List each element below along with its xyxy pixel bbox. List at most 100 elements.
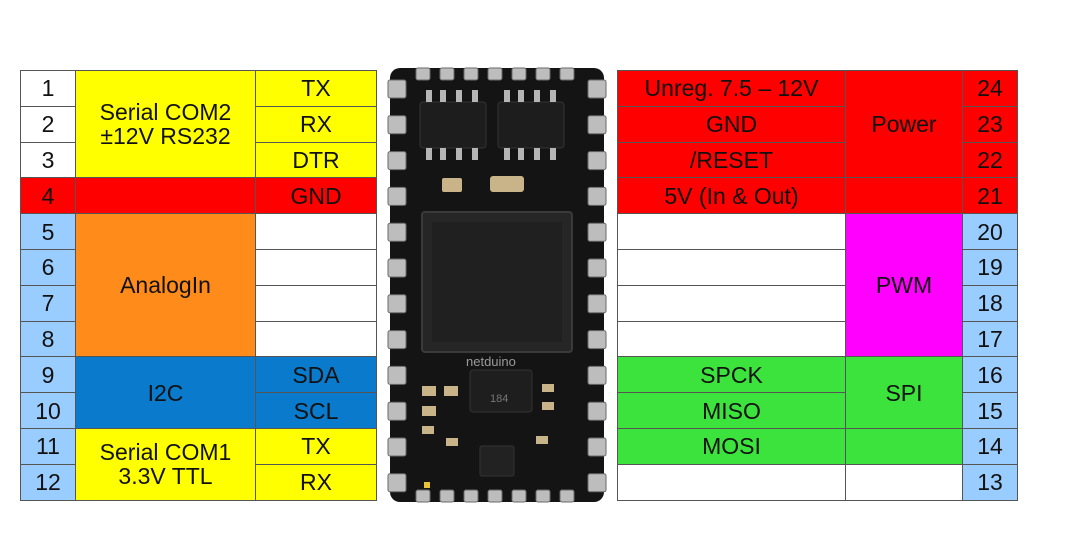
capacitor: [490, 176, 524, 192]
pin-pad: [387, 258, 407, 278]
pin-pad: [387, 115, 407, 135]
empty-signal-cell: [617, 213, 846, 250]
pin-pad: [439, 489, 455, 503]
com1-tx-signal: TX: [255, 427, 377, 465]
com2-rx-signal: RX: [255, 105, 377, 143]
spi-group-blank: [845, 427, 963, 465]
right-pin-table: Unreg. 7.5 – 12V Power 24 GND 23 /RESET …: [617, 69, 1018, 501]
chip-marking: 184: [490, 393, 508, 405]
pin-pad: [387, 401, 407, 421]
pin-pad: [387, 437, 407, 457]
right-pin-pads: [587, 79, 607, 493]
pin-pad: [387, 222, 407, 242]
pin-pad: [387, 79, 407, 99]
i2c-group: I2C: [75, 356, 256, 429]
empty-signal-cell: [617, 463, 846, 501]
pin-pad: [587, 473, 607, 493]
pin-pad: [587, 151, 607, 171]
pin-pad: [587, 79, 607, 99]
pin-pad: [559, 489, 575, 503]
gnd-signal: GND: [617, 105, 846, 143]
pin-number: 1: [20, 70, 76, 107]
capacitor: [442, 178, 462, 192]
pin-pad: [439, 67, 455, 81]
pin-number: 24: [962, 70, 1018, 107]
empty-signal-cell: [255, 284, 377, 322]
pin-pad: [587, 186, 607, 206]
pin-pad: [511, 67, 527, 81]
spi-group: SPI: [845, 356, 963, 429]
pin-pad: [487, 489, 503, 503]
pin-pad: [387, 151, 407, 171]
pin-pad: [535, 67, 551, 81]
pin-pad: [387, 330, 407, 350]
pin-pad: [463, 489, 479, 503]
pin-pad: [587, 437, 607, 457]
pin-number: 7: [20, 284, 76, 322]
pin-number: 17: [962, 320, 1018, 358]
pin-number: 5: [20, 213, 76, 250]
pin-number: 3: [20, 141, 76, 179]
serial-com2-group: Serial COM2 ±12V RS232: [75, 69, 256, 179]
empty-group-cell: [845, 463, 963, 501]
pin-number: 16: [962, 356, 1018, 394]
empty-signal-cell: [617, 284, 846, 322]
pin-pad: [387, 294, 407, 314]
pin-number: 9: [20, 356, 76, 394]
vin-signal: Unreg. 7.5 – 12V: [617, 70, 846, 107]
power-group-blank: [845, 177, 963, 215]
pin-pad: [587, 222, 607, 242]
pin-pad: [587, 365, 607, 385]
pin-number: 23: [962, 105, 1018, 143]
reset-signal: /RESET: [617, 141, 846, 179]
pin-pad: [415, 489, 431, 503]
com2-dtr-signal: DTR: [255, 141, 377, 179]
pin-pad: [587, 294, 607, 314]
empty-signal-cell: [255, 248, 377, 286]
voltage-regulator-chip: [469, 369, 533, 413]
com2-tx-signal: TX: [255, 70, 377, 107]
pin-pad: [559, 67, 575, 81]
left-pin-pads: [387, 79, 407, 493]
power-group: Power: [845, 69, 963, 179]
pin-number: 8: [20, 320, 76, 358]
gnd-group-blank: [75, 177, 256, 215]
analog-in-group: AnalogIn: [75, 213, 256, 358]
pin-number: 13: [962, 463, 1018, 501]
pin-pad: [587, 258, 607, 278]
left-pin-table: 1 Serial COM2 ±12V RS232 TX 2 RX 3 DTR 4…: [20, 69, 377, 501]
spck-signal: SPCK: [617, 356, 846, 394]
status-led: [424, 482, 430, 488]
pwm-group: PWM: [845, 213, 963, 358]
pin-pad: [535, 489, 551, 503]
pin-number: 15: [962, 392, 1018, 429]
pin-pad: [387, 473, 407, 493]
serial-com1-group: Serial COM1 3.3V TTL: [75, 427, 256, 501]
pin-number: 11: [20, 427, 76, 465]
top-right-chip: [497, 101, 565, 149]
gnd-signal: GND: [255, 177, 377, 215]
pin-pad: [387, 186, 407, 206]
i2c-sda-signal: SDA: [255, 356, 377, 394]
pin-number: 4: [20, 177, 76, 215]
pin-pad: [511, 489, 527, 503]
top-left-chip: [419, 101, 487, 149]
empty-signal-cell: [255, 213, 377, 250]
board-silkscreen: netduino: [466, 354, 516, 369]
pin-pad: [387, 365, 407, 385]
pin-number: 19: [962, 248, 1018, 286]
pin-number: 12: [20, 463, 76, 501]
pin-number: 21: [962, 177, 1018, 215]
pin-number: 20: [962, 213, 1018, 250]
pin-pad: [463, 67, 479, 81]
empty-signal-cell: [255, 320, 377, 358]
top-pin-pads: [415, 67, 575, 81]
pin-number: 14: [962, 427, 1018, 465]
pin-number: 2: [20, 105, 76, 143]
pin-pad: [587, 330, 607, 350]
bottom-pin-pads: [415, 489, 575, 503]
5v-signal: 5V (In & Out): [617, 177, 846, 215]
pin-number: 10: [20, 392, 76, 429]
miso-signal: MISO: [617, 392, 846, 429]
com1-rx-signal: RX: [255, 463, 377, 501]
